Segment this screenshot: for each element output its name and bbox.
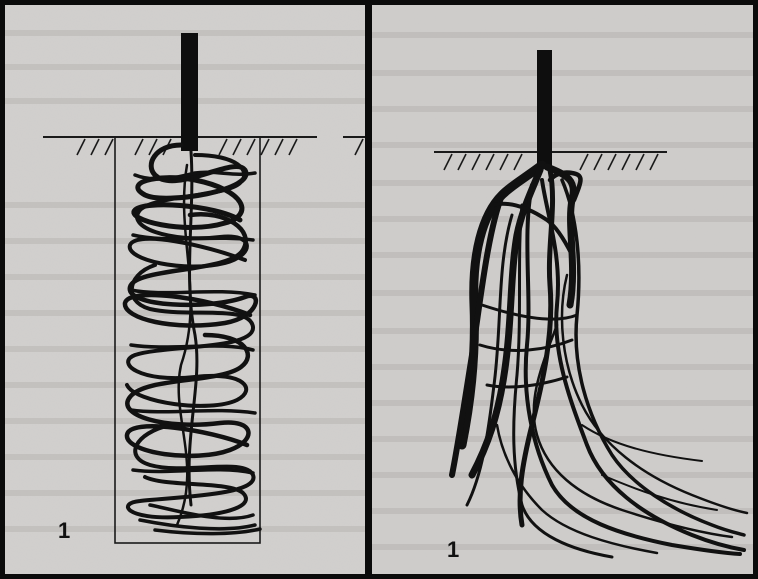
pot-bound-root-drawing: [5, 5, 365, 574]
stem: [181, 33, 198, 151]
free-root-drawing: [372, 5, 753, 574]
right-panel-free-roots: 1: [372, 5, 753, 574]
figure-label-left: 1: [58, 518, 70, 544]
figure-label-right: 1: [447, 537, 459, 563]
paper-texture: [372, 5, 753, 574]
stem: [537, 50, 552, 168]
left-panel-pot-bound-roots: 1: [5, 5, 365, 574]
